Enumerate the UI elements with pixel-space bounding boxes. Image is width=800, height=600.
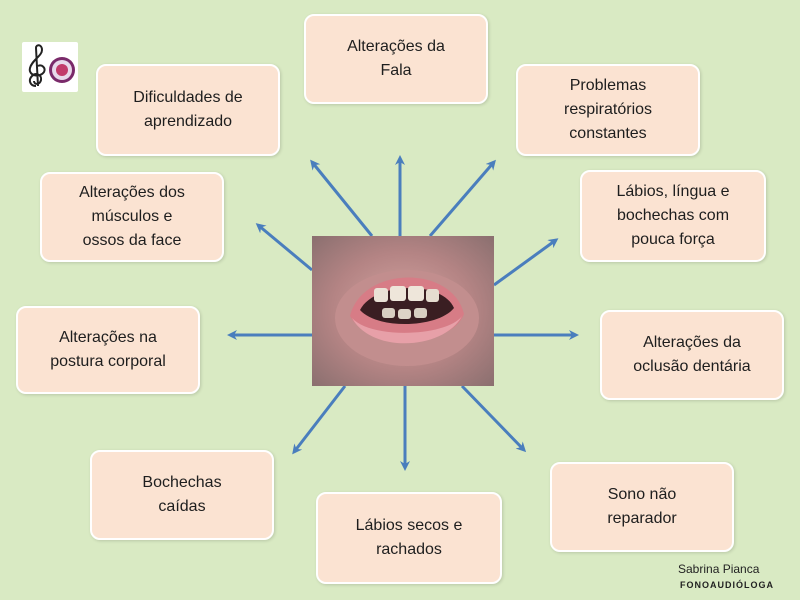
treble-clef-logo-icon — [28, 44, 75, 87]
node-oclusao-dentaria: Alterações da oclusão dentária — [600, 310, 784, 400]
node-oclusao-dentaria-label: Alterações da oclusão dentária — [633, 334, 751, 375]
node-dificuldades-aprendizado: Dificuldades de aprendizado — [96, 64, 280, 156]
node-labios-secos-label: Lábios secos e rachados — [355, 517, 463, 558]
node-alteracoes-fala-label: Alterações da Fala — [347, 38, 445, 79]
node-musculos-ossos-face: Alterações dos músculos e ossos da face — [40, 172, 224, 262]
arrow-up-right — [428, 159, 496, 237]
node-alteracoes-fala: Alterações da Fala — [304, 14, 488, 104]
node-postura-corporal-label: Alterações na postura corporal — [50, 329, 166, 370]
author-name: Sabrina Pianca — [678, 562, 760, 576]
node-sono-nao-reparador: Sono não reparador — [550, 462, 734, 552]
node-musculos-ossos-face-label: Alterações dos músculos e ossos da face — [79, 184, 185, 249]
node-dificuldades-aprendizado-label: Dificuldades de aprendizado — [133, 89, 243, 130]
node-labios-secos: Lábios secos e rachados — [316, 492, 502, 584]
arrow-left-upper — [255, 223, 313, 272]
node-problemas-respiratorios-label: Problemas respiratórios constantes — [563, 77, 653, 142]
node-bochechas-caidas-label: Bochechas caídas — [142, 474, 222, 515]
node-labios-lingua-forca: Lábios, língua e bochechas com pouca for… — [580, 170, 766, 262]
arrow-up-left — [310, 159, 374, 237]
open-mouth-photo — [312, 236, 494, 386]
arrow-right-upper — [493, 238, 559, 287]
arrow-down-right — [460, 384, 527, 453]
node-labios-lingua-forca-label: Lábios, língua e bochechas com pouca for… — [616, 183, 730, 248]
node-postura-corporal: Alterações na postura corporal — [16, 306, 200, 394]
author-role: FONOAUDIÓLOGA — [680, 580, 774, 590]
mouth-illustration — [335, 270, 479, 366]
arrow-down-left — [292, 385, 347, 455]
node-sono-nao-reparador-label: Sono não reparador — [607, 486, 677, 527]
node-bochechas-caidas: Bochechas caídas — [90, 450, 274, 540]
logo — [22, 42, 78, 92]
node-problemas-respiratorios: Problemas respiratórios constantes — [516, 64, 700, 156]
